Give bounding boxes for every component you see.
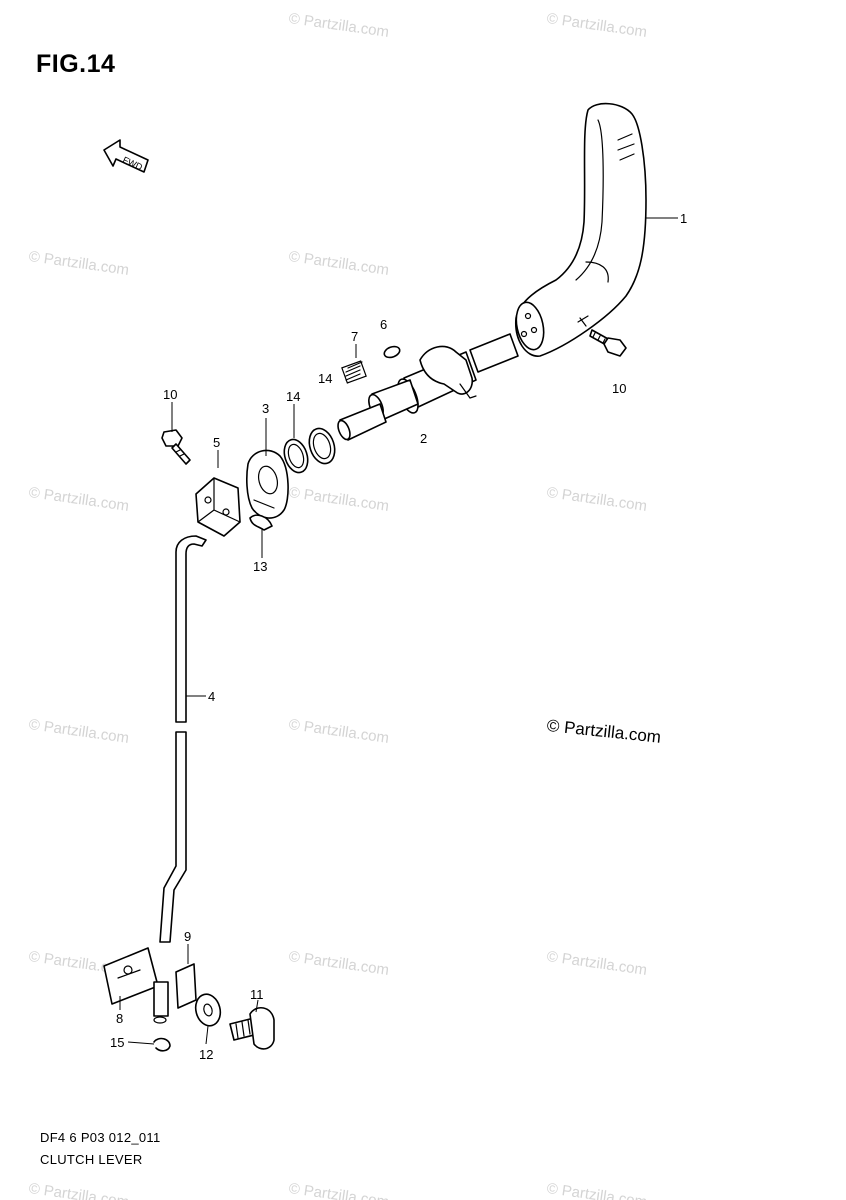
rod-joint <box>153 963 197 1024</box>
bolt-right <box>589 329 627 357</box>
callout-part-13: 13 <box>253 559 268 574</box>
bolt-bottom <box>229 1007 275 1050</box>
callout-part-1: 1 <box>680 211 688 226</box>
callout-part-7: 7 <box>351 329 359 344</box>
callout-part-6: 6 <box>380 317 388 332</box>
bracket-plate <box>246 449 289 519</box>
o-ring-right <box>308 427 336 465</box>
leader-lines <box>119 217 678 1045</box>
footer-code: DF4 6 P03 012_011 <box>40 1130 161 1145</box>
footer-name: CLUTCH LEVER <box>40 1152 143 1167</box>
callout-part-2: 2 <box>420 431 428 446</box>
washer <box>194 993 222 1027</box>
callout-part-11: 11 <box>250 987 264 1002</box>
spring <box>341 360 367 384</box>
callout-part-5: 5 <box>213 435 221 450</box>
o-ring-left <box>283 438 309 474</box>
clutch-shaft <box>337 333 519 441</box>
callout-part-4: 4 <box>208 689 216 704</box>
callout-part-10-left: 10 <box>163 387 178 402</box>
front-direction-arrow: FWD <box>103 139 149 173</box>
clutch-rod <box>159 535 207 943</box>
callout-part-3: 3 <box>262 401 270 416</box>
clip <box>249 514 273 531</box>
e-clip <box>153 1037 171 1052</box>
callout-part-9: 9 <box>184 929 192 944</box>
figure-title: FIG.14 <box>36 50 116 78</box>
callout-part-12: 12 <box>199 1047 214 1062</box>
clamp <box>195 477 241 537</box>
rod-plate <box>103 947 159 1005</box>
callout-part-15: 15 <box>110 1035 125 1050</box>
callout-part-14-upper: 14 <box>286 389 301 404</box>
pin <box>383 345 401 359</box>
callout-part-10-right: 10 <box>612 381 627 396</box>
bolt-left <box>161 429 191 465</box>
callout-part-8: 8 <box>116 1011 124 1026</box>
clutch-lever-handle <box>515 102 647 357</box>
callout-part-14-left: 14 <box>318 371 333 386</box>
